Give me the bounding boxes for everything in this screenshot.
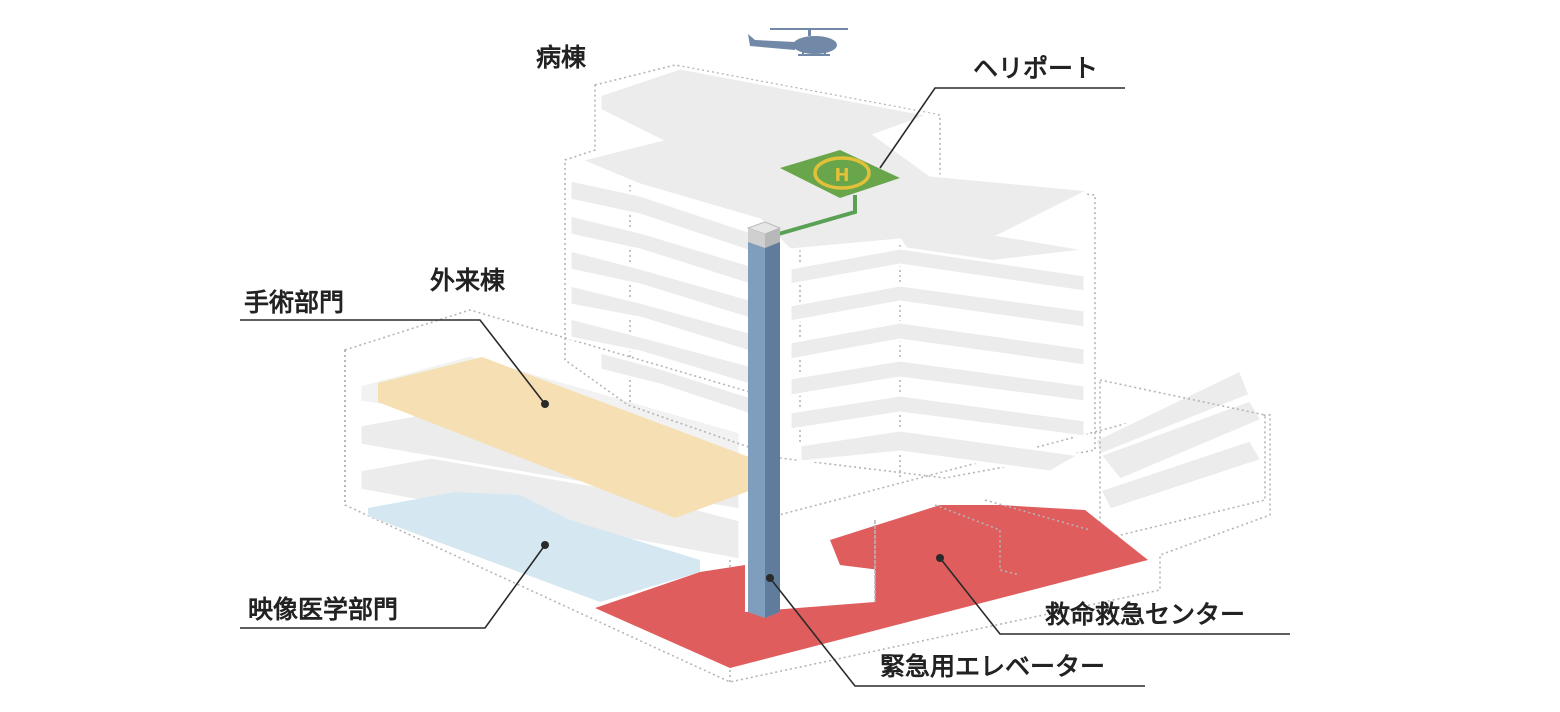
leader-emergency-center-dot	[936, 554, 944, 562]
leader-imaging	[240, 544, 546, 629]
imaging-zone	[368, 492, 700, 602]
leader-elevator	[769, 577, 1145, 687]
helicopter-icon	[748, 28, 848, 56]
leader-emergency-center	[939, 557, 1290, 635]
leader-heliport	[879, 87, 1125, 169]
ward-label: 病棟	[536, 43, 587, 72]
surgery-label: 手術部門	[244, 288, 345, 317]
heliport-pad: H	[780, 150, 900, 198]
leader-imaging-dot	[541, 541, 549, 549]
leader-surgery-dot	[541, 400, 549, 408]
leader-elevator-dot	[766, 574, 774, 582]
leader-surgery	[240, 319, 546, 405]
surgery-zone	[378, 357, 757, 518]
elevator-shaft	[746, 221, 782, 618]
outpatient-label: 外来棟	[430, 266, 506, 295]
emergency-elevator-label: 緊急用エレベーター	[880, 652, 1106, 681]
heliport-label: ヘリポート	[973, 54, 1099, 83]
ward-tower	[564, 64, 1096, 480]
helipad-h-icon: H	[834, 165, 849, 186]
emergency-center-label: 救命救急センター	[1045, 600, 1246, 629]
elevator-heliport-route	[774, 195, 857, 237]
imaging-label: 映像医学部門	[248, 595, 399, 624]
emergency-zone	[595, 499, 1148, 668]
